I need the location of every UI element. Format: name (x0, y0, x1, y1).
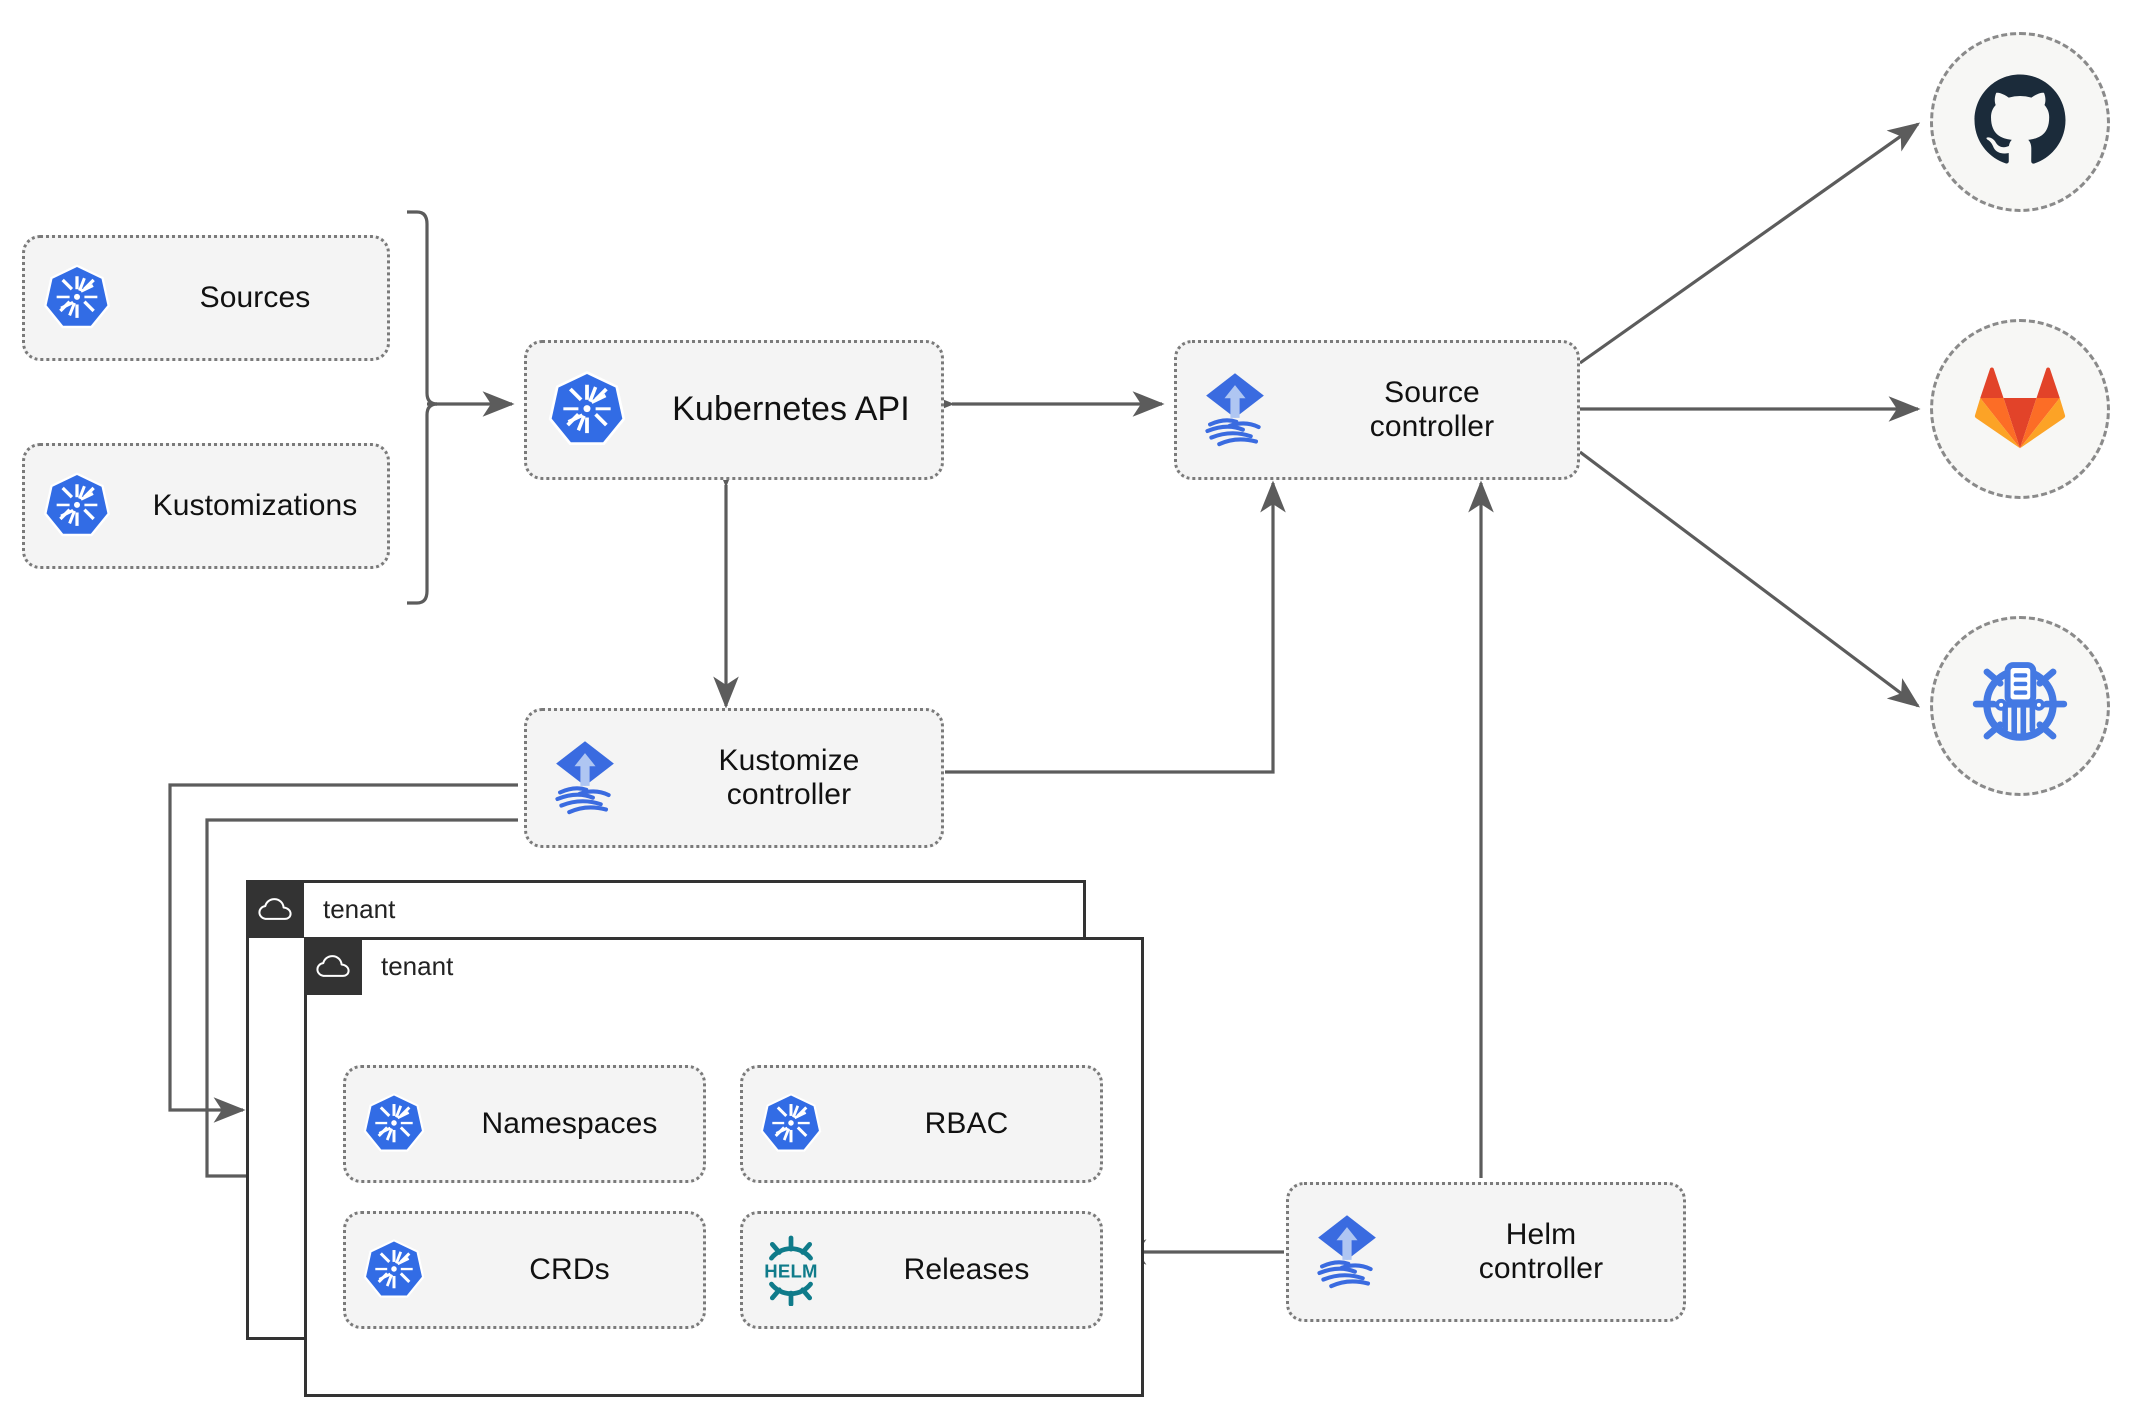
tenant-label: tenant (381, 950, 454, 981)
card-kustomizations[interactable]: Kustomizations (22, 443, 390, 569)
endpoint-helm-repository[interactable] (1930, 616, 2110, 796)
github-icon (1968, 68, 2072, 177)
kubernetes-icon (346, 1236, 442, 1304)
tenant-label: tenant (323, 893, 396, 924)
edge-kustomize-source (945, 480, 1286, 774)
card-label: Kustomize controller (718, 743, 860, 812)
cloud-icon (246, 880, 304, 938)
tenant-tab (304, 937, 362, 995)
card-label: Source controller (1369, 375, 1495, 444)
endpoint-gitlab[interactable] (1930, 319, 2110, 499)
card-label: Namespaces (481, 1106, 658, 1140)
kubernetes-icon (346, 1090, 442, 1158)
card-label: CRDs (529, 1252, 610, 1286)
card-crds[interactable]: CRDs (343, 1211, 706, 1329)
card-label: Releases (903, 1252, 1030, 1286)
tenant-tab (246, 880, 304, 938)
card-label: Kubernetes API (672, 390, 910, 429)
edge-source-github (1579, 122, 1921, 365)
card-sources[interactable]: Sources (22, 235, 390, 361)
edge-brace-kustomizations (407, 402, 438, 605)
card-label: Kustomizations (152, 488, 358, 522)
gitlab-icon (1972, 361, 2068, 458)
card-label: RBAC (924, 1106, 1009, 1140)
edge-source-helmrepo (1579, 450, 1921, 708)
helm-chart-repository-icon (1967, 651, 2073, 762)
flux-icon (1289, 1210, 1405, 1294)
tenant-resource-grid: Namespaces (343, 1065, 1103, 1329)
flux-icon (527, 736, 643, 820)
svg-text:HELM: HELM (764, 1260, 817, 1281)
kubernetes-icon (743, 1090, 839, 1158)
kubernetes-icon (25, 469, 129, 543)
card-kubernetes-api[interactable]: Kubernetes API (524, 340, 944, 480)
card-kustomize-controller[interactable]: Kustomize controller (524, 708, 944, 848)
flux-icon (1177, 368, 1293, 452)
card-source-controller[interactable]: Source controller (1174, 340, 1580, 480)
card-helm-controller[interactable]: Helm controller (1286, 1182, 1686, 1322)
kubernetes-icon (527, 367, 647, 453)
card-namespaces[interactable]: Namespaces (343, 1065, 706, 1183)
card-label: Helm controller (1478, 1217, 1604, 1286)
endpoint-github[interactable] (1930, 32, 2110, 212)
card-rbac[interactable]: RBAC (740, 1065, 1103, 1183)
cloud-icon (304, 937, 362, 995)
card-label: Sources (199, 280, 311, 314)
kubernetes-icon (25, 261, 129, 335)
card-releases[interactable]: HELM Releases (740, 1211, 1103, 1329)
helm-icon: HELM (743, 1234, 839, 1306)
tenant-box-front[interactable]: tenant (304, 937, 1144, 1397)
edge-brace-sources (407, 210, 438, 406)
